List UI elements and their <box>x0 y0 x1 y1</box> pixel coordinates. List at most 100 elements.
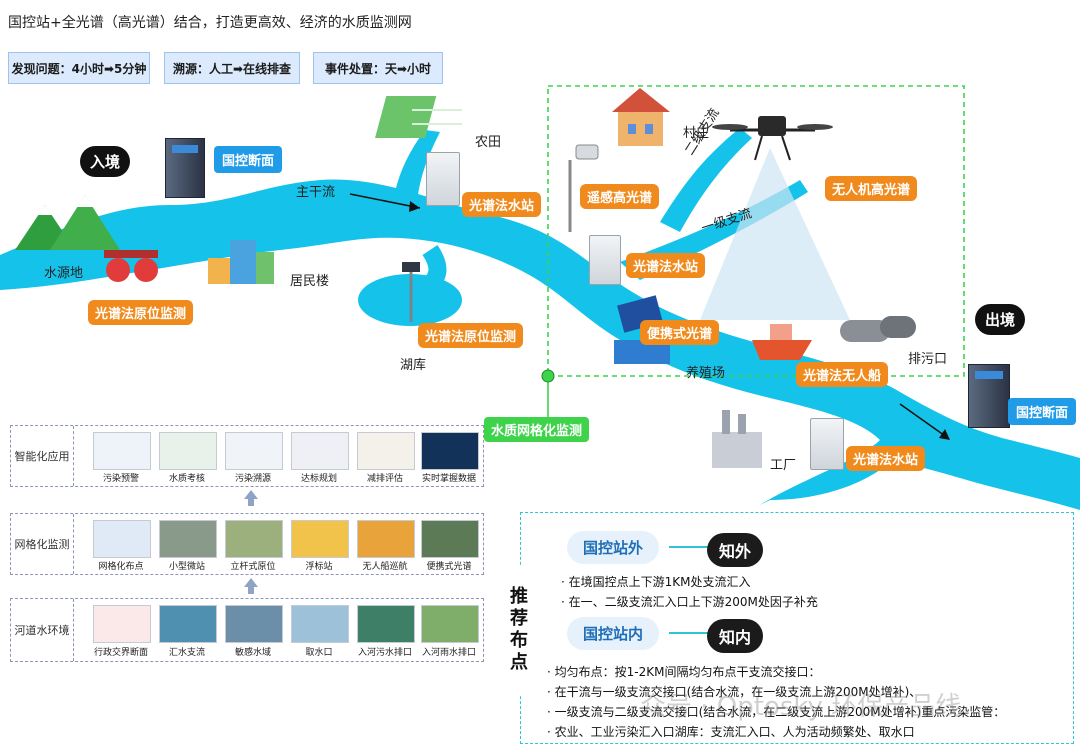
label-outfall: 排污口 <box>908 352 948 367</box>
recommend-box: 推荐布点 国控站外 知外 · 在境国控点上下游1KM处支流汇入 · 在一、二级支… <box>501 512 1074 744</box>
entry-bubble: 入境 <box>80 146 131 177</box>
guokong-cabinet-in <box>165 138 205 198</box>
badge-tracing: 溯源：人工➡在线排查 <box>164 52 300 84</box>
farmland-icon <box>375 96 462 138</box>
branch-two <box>660 128 752 232</box>
thumb-unmanned-boat <box>357 520 415 558</box>
caption: 减排评估 <box>366 474 403 484</box>
caption: 行政交界断面 <box>93 648 148 658</box>
layer-title: 智能化应用 <box>11 426 74 486</box>
thumb-pollution-tracing <box>225 432 283 470</box>
caption: 浮标站 <box>305 562 333 572</box>
caption: 汇水支流 <box>168 648 205 658</box>
main-river <box>0 179 1080 510</box>
label-station-mid: 光谱法水站 <box>626 253 706 278</box>
arrow-up-icon <box>244 578 258 594</box>
thumb-pollution-warning <box>93 432 151 470</box>
caption: 便携式光谱 <box>426 562 472 572</box>
thumb-compliance-plan <box>291 432 349 470</box>
inside-line: · 农业、工业污染汇入口湖库：支流汇入口、人为活动频繁处、取水口 <box>547 725 915 739</box>
thumb-sewage-outlet <box>357 605 415 643</box>
thumb-rain-outlet <box>421 605 479 643</box>
caption: 立杆式原位 <box>230 562 276 572</box>
factory-icon <box>712 410 762 468</box>
drone-icon <box>712 116 833 161</box>
guokong-label-in: 国控断面 <box>214 146 283 173</box>
thumb-sensitive-water <box>225 605 283 643</box>
caption: 网格化布点 <box>98 562 144 572</box>
label-farmland: 农田 <box>475 135 502 150</box>
exit-bubble: 出境 <box>975 304 1026 335</box>
reservoir-pole-icon <box>402 262 420 322</box>
label-main-stream: 主干流 <box>296 185 336 200</box>
caption: 取水口 <box>305 648 333 658</box>
thumb-quality-assessment <box>159 432 217 470</box>
label-portable: 便携式光谱 <box>640 320 720 345</box>
caption: 达标规划 <box>300 474 337 484</box>
label-aquaculture: 养殖场 <box>686 366 726 381</box>
layer-grid-monitor: 网格化监测 网格化布点 小型微站 立杆式原位 浮标站 无人船巡航 便携式光谱 <box>10 513 484 575</box>
insitu-tanks-icon <box>104 250 158 282</box>
label-reservoir: 湖库 <box>400 358 427 373</box>
label-remote: 遥感高光谱 <box>580 184 660 209</box>
caption: 无人船巡航 <box>362 562 408 572</box>
label-village: 村庄 <box>683 126 710 141</box>
thumb-pole-insitu <box>225 520 283 558</box>
recommend-side-title: 推荐布点 <box>501 565 533 695</box>
caption: 敏感水域 <box>234 648 271 658</box>
caption: 污染预警 <box>102 474 139 484</box>
guokong-label-out: 国控断面 <box>1008 398 1077 425</box>
inside-tag: 知内 <box>707 619 764 653</box>
thumb-water-intake <box>291 605 349 643</box>
drone-cone <box>700 148 850 320</box>
label-boat: 光谱法无人船 <box>796 362 889 387</box>
outside-pill: 国控站外 <box>567 531 660 564</box>
inside-line: · 在干流与一级支流交接口(结合水流，在一级支流上游200M处增补)、 <box>547 685 922 699</box>
thumb-portable-spectrum <box>421 520 479 558</box>
layer-title: 网格化监测 <box>11 514 74 574</box>
connector-line <box>669 546 709 548</box>
badge-response: 事件处置：天➡小时 <box>313 52 443 84</box>
label-factory: 工厂 <box>770 458 797 473</box>
label-water-source: 水源地 <box>44 266 84 281</box>
caption: 水质考核 <box>168 474 205 484</box>
caption: 实时掌握数据 <box>421 474 476 484</box>
label-station-factory: 光谱法水站 <box>846 446 926 471</box>
label-station-farm: 光谱法水站 <box>462 192 542 217</box>
inside-line: · 均匀布点：按1-2KM间隔均匀布点干支流交接口： <box>547 665 821 679</box>
residential-icon <box>208 240 274 284</box>
grid-dashed-box <box>547 85 965 377</box>
outfall-icon <box>840 316 916 342</box>
caption: 污染溯源 <box>234 474 271 484</box>
caption: 小型微站 <box>168 562 205 572</box>
thumb-reduction-eval <box>357 432 415 470</box>
thumb-buoy-station <box>291 520 349 558</box>
label-insitu-reservoir: 光谱法原位监测 <box>418 323 524 348</box>
outside-line: · 在境国控点上下游1KM处支流汇入 <box>561 575 751 589</box>
remote-camera-icon <box>568 144 599 232</box>
village-icon <box>612 88 670 146</box>
thumb-realtime-data <box>421 432 479 470</box>
grid-node <box>541 369 555 383</box>
caption: 入河污水排口 <box>357 648 412 658</box>
water-station-farm <box>426 152 460 206</box>
layer-title: 河道水环境 <box>11 599 74 661</box>
outside-line: · 在一、二级支流汇入口上下游200M处因子补充 <box>561 595 818 609</box>
thumb-catchment-branch <box>159 605 217 643</box>
thumb-grid-layout <box>93 520 151 558</box>
guokong-cabinet-out <box>968 364 1010 428</box>
label-grid-monitor: 水质网格化监测 <box>484 417 590 442</box>
water-station-mid <box>589 235 621 285</box>
connector-line <box>669 632 709 634</box>
thumb-micro-station <box>159 520 217 558</box>
layer-river-env: 河道水环境 行政交界断面 汇水支流 敏感水域 取水口 入河污水排口 入河雨水排口 <box>10 598 484 662</box>
farm-branch <box>395 130 440 195</box>
inside-line: · 一级支流与二级支流交接口(结合水流，在二级支流上游200M处增补)重点污染监… <box>547 705 1006 719</box>
badge-detection: 发现问题：4小时➡5分钟 <box>8 52 150 84</box>
boat-icon <box>752 324 812 360</box>
page-title: 国控站+全光谱（高光谱）结合，打造更高效、经济的水质监测网 <box>8 15 412 31</box>
label-drone: 无人机高光谱 <box>825 176 918 201</box>
water-station-factory <box>810 418 844 470</box>
layer-smart-app: 智能化应用 污染预警 水质考核 污染溯源 达标规划 减排评估 实时掌握数据 <box>10 425 484 487</box>
label-insitu-source: 光谱法原位监测 <box>88 300 194 325</box>
